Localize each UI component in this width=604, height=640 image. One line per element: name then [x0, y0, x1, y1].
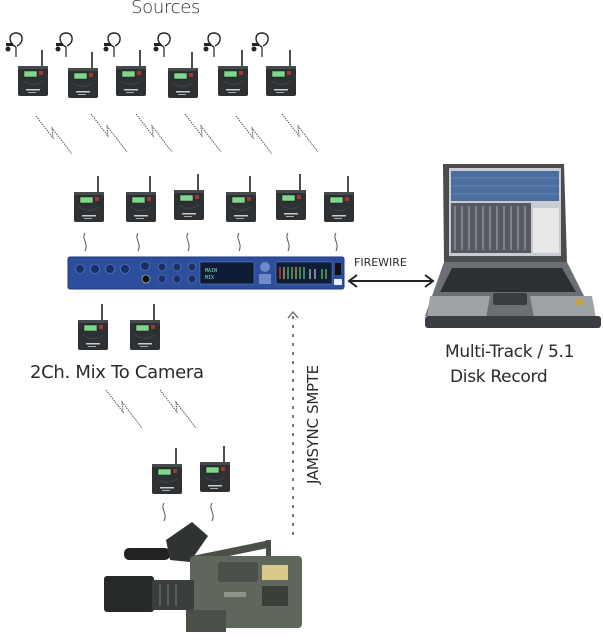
- receiver-icon: [275, 173, 307, 221]
- firewire-arrow: [347, 274, 435, 288]
- lav-mic-icon: [54, 32, 73, 58]
- mix-transmitters: [77, 303, 197, 429]
- bodypack-transmitter-icon: [115, 49, 147, 97]
- audio-interface: MAIN MIX: [67, 256, 345, 290]
- bodypack-transmitter-icon: [217, 49, 249, 97]
- wireless-signal-icon: [35, 115, 73, 155]
- bodypack-transmitter-icon: [67, 51, 99, 99]
- transmitter-icon: [77, 303, 109, 351]
- wireless-links-row-1: [35, 113, 319, 155]
- receiver-icon: [323, 175, 355, 223]
- wireless-signal-icon: [90, 113, 128, 153]
- svg-text:MIX: MIX: [205, 275, 214, 281]
- mix-to-camera-label: 2Ch. Mix To Camera: [30, 362, 204, 383]
- transmitter-icon: [129, 303, 161, 351]
- receiver-icon: [173, 173, 205, 221]
- receiver-icon: [151, 447, 183, 495]
- laptop: [425, 164, 601, 328]
- receiver-icon: [199, 445, 231, 493]
- lav-mic-icon: [4, 32, 23, 58]
- wireless-signal-icon: [235, 115, 273, 155]
- bodypack-transmitter-icon: [167, 51, 199, 99]
- source-bodypacks: [4, 32, 297, 99]
- bodypack-transmitter-icon: [17, 49, 49, 97]
- wireless-signal-icon: [159, 389, 197, 429]
- receiver-icon: [225, 175, 257, 223]
- svg-text:MAIN: MAIN: [205, 268, 217, 274]
- lav-mic-icon: [250, 32, 269, 58]
- multitrack-label: Multi-Track / 5.1: [445, 342, 575, 362]
- lav-mic-icon: [202, 32, 221, 58]
- camcorder: [104, 522, 302, 632]
- sources-label: Sources: [131, 0, 201, 18]
- wireless-signal-icon: [281, 113, 319, 153]
- wireless-signal-icon: [135, 113, 173, 153]
- firewire-label: FIREWIRE: [354, 256, 407, 269]
- jamsync-arrow: [287, 310, 299, 540]
- camera-receivers: [151, 445, 231, 522]
- lav-mic-icon: [152, 32, 171, 58]
- receiver-icon: [73, 175, 105, 223]
- disk-record-label: Disk Record: [450, 367, 548, 387]
- receivers: [73, 173, 355, 252]
- bodypack-transmitter-icon: [265, 49, 297, 97]
- lav-mic-icon: [102, 32, 121, 58]
- receiver-icon: [125, 175, 157, 223]
- wireless-signal-icon: [105, 389, 143, 429]
- wireless-signal-icon: [184, 113, 222, 153]
